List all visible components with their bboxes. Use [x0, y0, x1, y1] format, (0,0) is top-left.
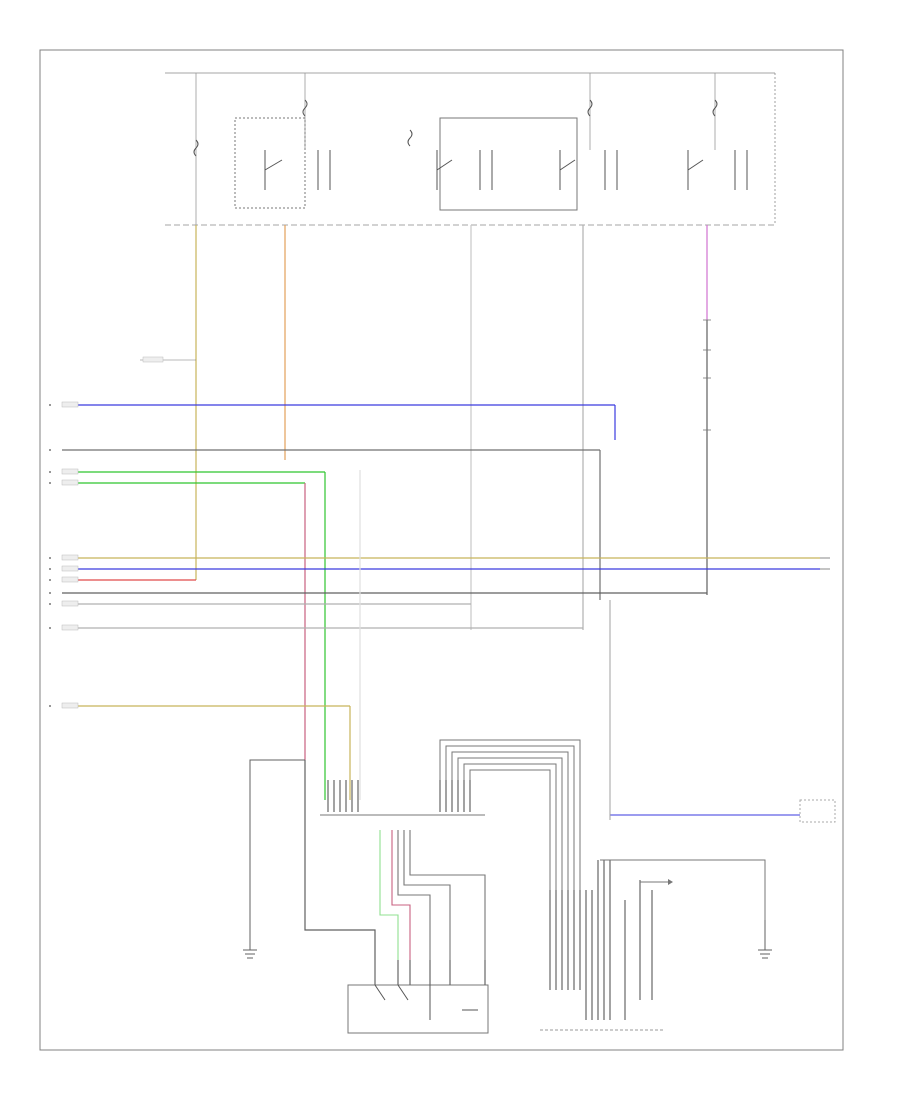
- wire-black-loop-left: [304, 760, 376, 960]
- wire-bundle: [439, 739, 581, 990]
- ground-junction-label: [140, 356, 196, 363]
- wire-tags-left: [61, 401, 79, 709]
- switch-feed-wires: [379, 830, 486, 960]
- diagram-frame: [39, 49, 844, 1051]
- right-connector-marks: [820, 557, 830, 570]
- wire-right-drop: [600, 859, 766, 920]
- wire-black-left-ground: [249, 759, 305, 905]
- ground-right: [758, 920, 772, 959]
- power-distribution-box: [165, 72, 776, 226]
- relay-3: [559, 150, 618, 190]
- lower-right-connector: [549, 860, 653, 1020]
- lower-left-connector: [320, 780, 485, 816]
- right-branch-markers: [703, 319, 711, 431]
- relay-1: [264, 150, 331, 190]
- right-junction-arrow: [640, 799, 836, 885]
- ground-left: [243, 905, 257, 959]
- lower-switch-assembly: [347, 960, 489, 1034]
- relay-4: [687, 150, 748, 190]
- relay-2: [436, 150, 493, 190]
- left-pin-marks: [49, 404, 51, 707]
